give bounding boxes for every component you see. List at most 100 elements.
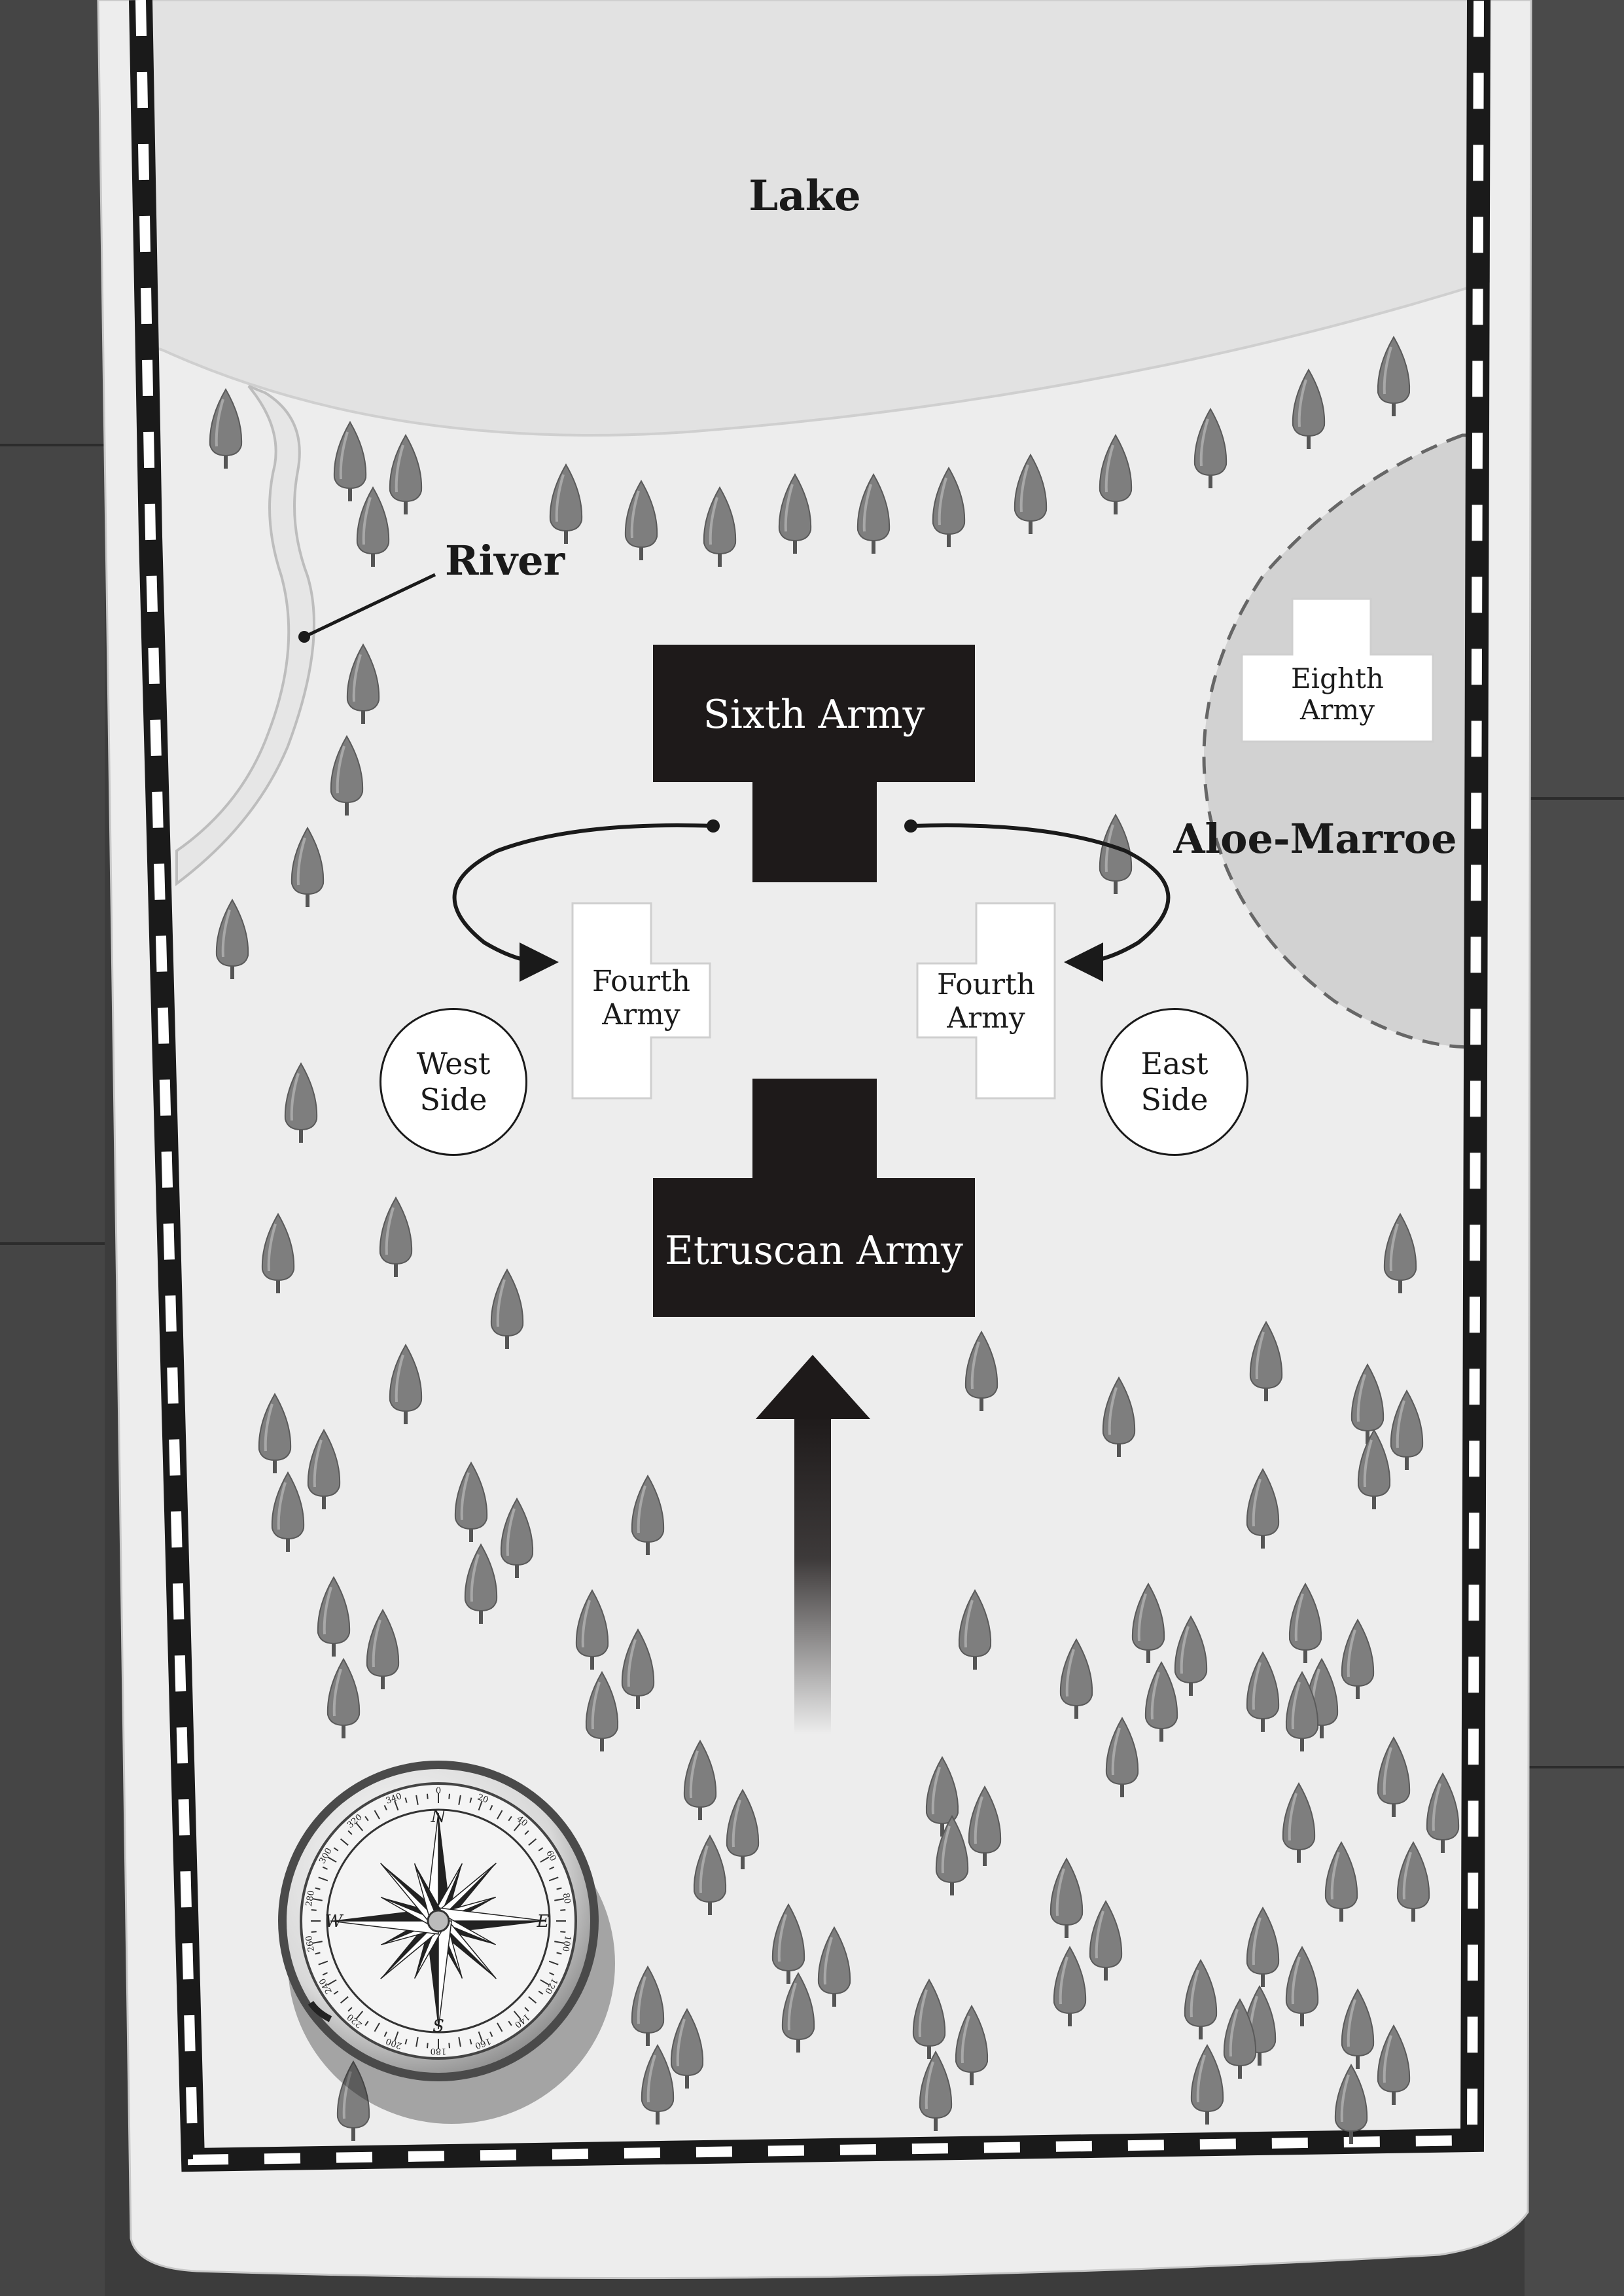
tree-icon xyxy=(1099,434,1133,514)
tree-icon xyxy=(1341,1988,1375,2069)
compass-bezel-number: 100 xyxy=(560,1935,573,1952)
compass-tick xyxy=(508,1816,512,1821)
tree-icon xyxy=(389,1344,423,1424)
compass-tick xyxy=(333,1847,339,1852)
tree-icon xyxy=(958,1589,992,1670)
tree-icon xyxy=(817,1926,851,2007)
compass-tick xyxy=(394,1801,399,1811)
tree-icon xyxy=(1053,1946,1087,2026)
tree-icon xyxy=(389,434,423,514)
tree-icon xyxy=(1246,1651,1280,1732)
east-flank-arrow-origin xyxy=(904,819,917,833)
compass-tick xyxy=(322,1866,328,1870)
tree-icon xyxy=(317,1576,351,1657)
compass-tick xyxy=(318,1960,328,1965)
compass-tick xyxy=(327,1856,337,1863)
compass-tick xyxy=(560,1931,566,1933)
tree-icon xyxy=(330,735,364,816)
compass-tick xyxy=(538,1847,544,1852)
tree-icon xyxy=(1193,408,1227,488)
tree-icon xyxy=(1288,1583,1322,1663)
eighth-army-line1: Eighth xyxy=(1291,662,1384,694)
tree-icon xyxy=(1357,1429,1391,1509)
tree-icon xyxy=(1383,1213,1417,1293)
map-border xyxy=(129,0,1491,2172)
tree-icon xyxy=(912,1979,946,2059)
tree-icon xyxy=(919,2051,953,2131)
tree-icon xyxy=(1059,1638,1093,1719)
fourth-army-west-line1: Fourth xyxy=(591,965,690,998)
compass-tick xyxy=(556,1887,562,1890)
tree-icon xyxy=(1292,368,1326,449)
tree-icon xyxy=(624,480,658,560)
west-flank-arrow xyxy=(452,823,714,982)
tree-icon xyxy=(1050,1857,1084,1938)
tree-icon xyxy=(771,1903,805,1984)
tree-icon xyxy=(333,421,367,501)
compass-tick xyxy=(374,1810,380,1820)
tree-icon xyxy=(379,1196,413,1277)
sixth-army-label: Sixth Army xyxy=(703,692,925,738)
tree-icon xyxy=(1174,1615,1208,1696)
tree-icon xyxy=(1377,2024,1411,2105)
tree-icon xyxy=(356,486,390,567)
west-side-line1: West xyxy=(416,1045,491,1081)
tree-icon xyxy=(932,467,966,547)
tree-icon xyxy=(336,2060,370,2141)
fourth-army-west-line2: Army xyxy=(602,997,680,1031)
compass-tick xyxy=(347,1830,353,1835)
compass-rose-point xyxy=(414,1863,446,1921)
tree-icon xyxy=(209,388,243,469)
compass-tick xyxy=(469,2039,472,2045)
tree-icon xyxy=(1131,1583,1165,1663)
compass-tick xyxy=(497,2022,503,2032)
tree-icon xyxy=(781,1972,815,2053)
tree-icon xyxy=(641,2044,675,2125)
tree-icon xyxy=(1426,1772,1460,1853)
tree-icon xyxy=(1282,1782,1316,1863)
compass-tick xyxy=(489,1804,493,1810)
tree-icon xyxy=(271,1471,305,1552)
tree-icon xyxy=(215,899,249,979)
compass-tick xyxy=(540,1856,550,1863)
compass-tick xyxy=(554,1898,565,1901)
sixth-army-block xyxy=(653,645,975,882)
tree-icon xyxy=(1350,1363,1385,1444)
compass-bezel-number: 60 xyxy=(544,1849,557,1863)
tree-icon xyxy=(1190,2044,1224,2125)
fourth-army-west-label: Fourth Army xyxy=(573,965,710,1031)
compass-tick xyxy=(549,1866,555,1870)
tree-icon xyxy=(1105,1717,1139,1797)
compass: 0204060801001201401601802002202402602803… xyxy=(278,1761,615,2124)
tree-icon xyxy=(856,473,891,554)
compass-tick xyxy=(311,1931,317,1933)
compass-tick xyxy=(478,2031,483,2041)
tree-icon xyxy=(621,1628,655,1709)
fourth-army-east-block xyxy=(916,902,1056,1100)
compass-bezel-number: 80 xyxy=(561,1892,573,1905)
tree-icon xyxy=(1246,1468,1280,1549)
tree-icon xyxy=(307,1429,341,1509)
tree-icon xyxy=(1285,1946,1319,2026)
tree-icon xyxy=(1334,2064,1368,2144)
compass-tick xyxy=(427,2043,429,2049)
tree-icon xyxy=(1144,1661,1178,1742)
tree-icon xyxy=(327,1658,361,1738)
tree-icon xyxy=(703,486,737,567)
compass-tick xyxy=(540,1979,550,1986)
compass-tick xyxy=(355,1822,364,1831)
tree-icon xyxy=(1377,336,1411,416)
compass-tick xyxy=(318,1876,328,1882)
east-flank-arrow xyxy=(910,823,1171,982)
compass-tick xyxy=(364,1816,369,1821)
tree-icon xyxy=(284,1062,318,1143)
east-side-line2: Side xyxy=(1140,1082,1209,1117)
tree-icon xyxy=(1377,1736,1411,1817)
eighth-army-line2: Army xyxy=(1300,694,1375,726)
tree-icon xyxy=(1396,1841,1430,1922)
tree-icon xyxy=(346,643,380,724)
compass-cardinal-s: S xyxy=(432,2017,444,2036)
compass-tick xyxy=(548,1960,559,1965)
compass-tick xyxy=(315,1887,321,1890)
